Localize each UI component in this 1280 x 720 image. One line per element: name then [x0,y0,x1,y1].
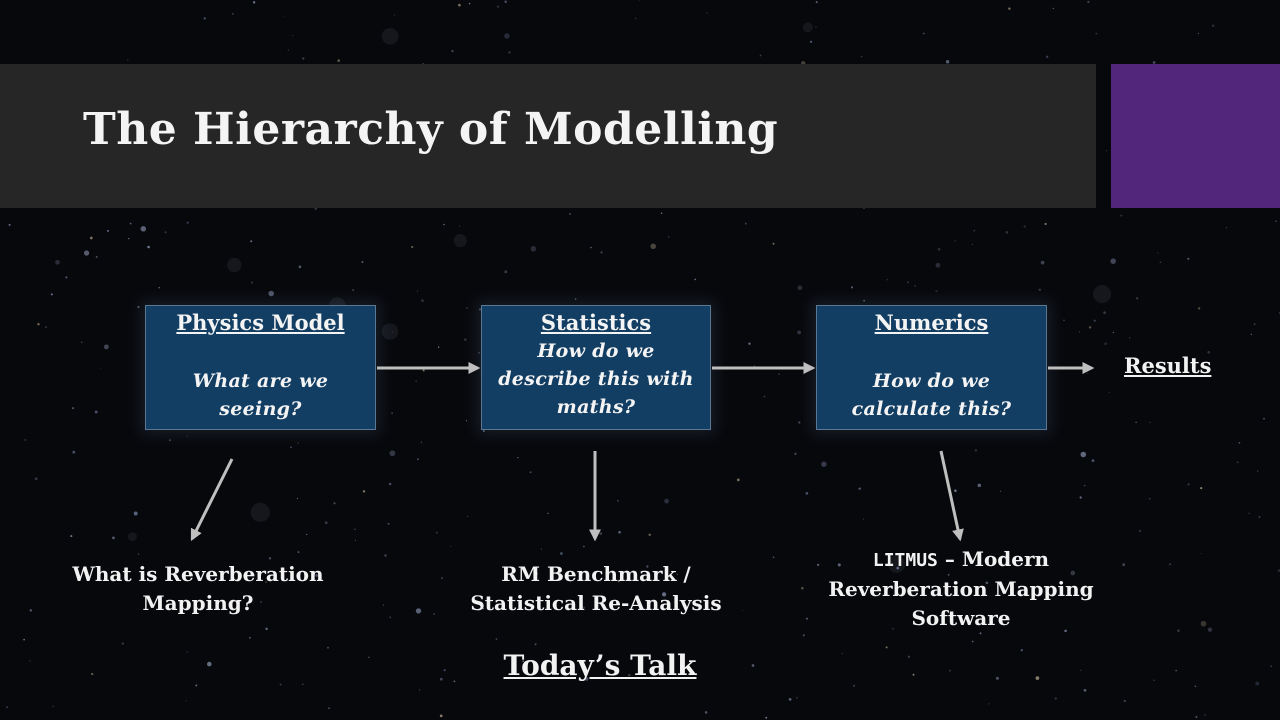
physics-model-question: What are we seeing? [192,370,329,420]
numerics-title: Numerics [874,310,989,335]
talk-caption-litmus: LITMUS – Modern Reverberation Mapping So… [806,545,1116,633]
litmus-description: – Modern Reverberation Mapping Software [828,547,1094,630]
slide-title: The Hierarchy of Modelling [83,104,779,155]
litmus-code-label: LITMUS [872,550,938,571]
accent-block [1111,64,1280,208]
title-band [0,64,1096,208]
physics-model-title: Physics Model [176,310,345,335]
talk-caption-reverberation: What is Reverberation Mapping? [72,562,324,615]
statistics-box: Statistics How do we describe this with … [481,305,711,430]
statistics-question: How do we describe this with maths? [498,340,694,418]
statistics-title: Statistics [540,310,652,335]
numerics-box: Numerics How do we calculate this? [816,305,1047,430]
physics-model-box: Physics Model What are we seeing? [145,305,376,430]
numerics-question: How do we calculate this? [851,370,1012,420]
results-label: Results [1124,353,1212,378]
todays-talk-label: Today’s Talk [503,649,697,682]
talk-caption-benchmark: RM Benchmark / Statistical Re-Analysis [470,562,722,615]
